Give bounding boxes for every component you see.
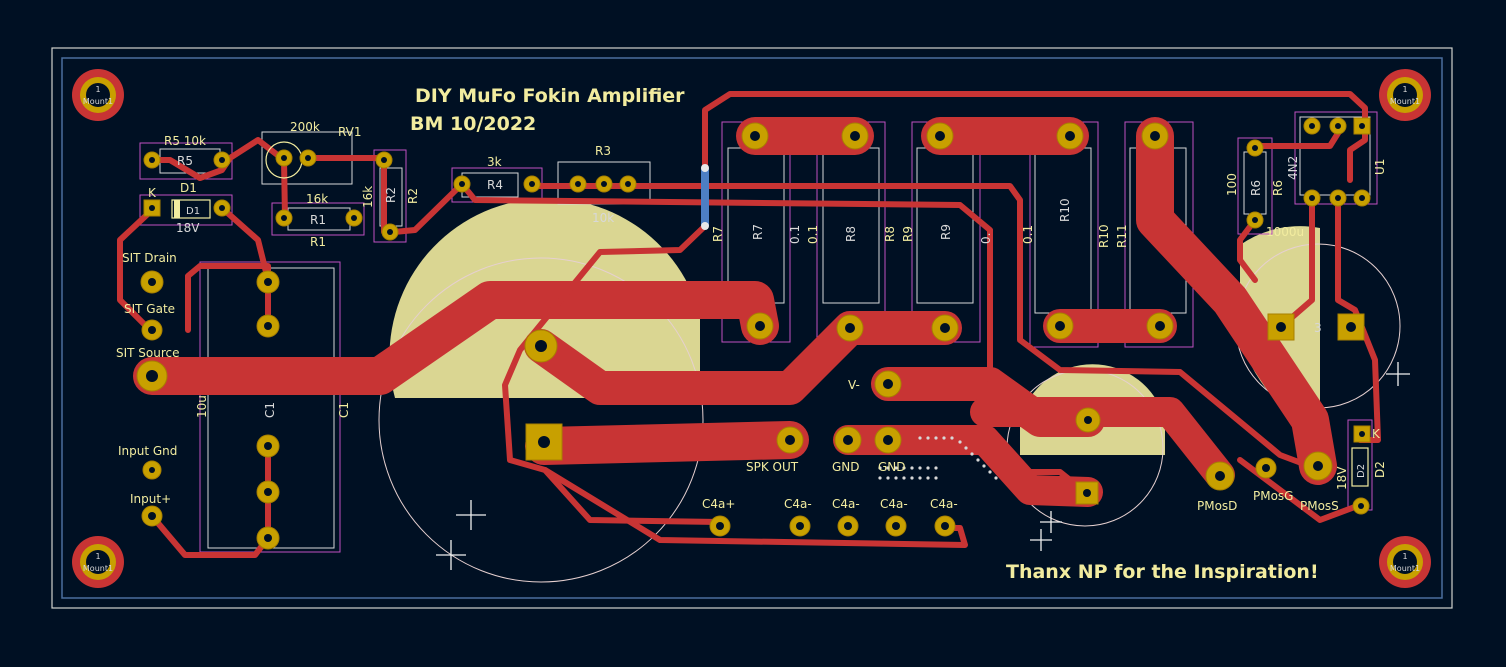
mount2-label: Mount1 bbox=[1390, 97, 1420, 106]
board-date: BM 10/2022 bbox=[410, 113, 536, 135]
d2-fab: D2 bbox=[1356, 464, 1367, 478]
via bbox=[701, 164, 709, 172]
r10-ref: R10 bbox=[1097, 224, 1111, 248]
mount1-label: Mount1 bbox=[83, 97, 113, 106]
pads bbox=[136, 117, 1371, 550]
spk-out-label: SPK OUT bbox=[746, 460, 799, 474]
sit-gate-label: SIT Gate bbox=[124, 302, 175, 316]
r9-value: 0. bbox=[979, 233, 993, 244]
mount4-label: Mount1 bbox=[1390, 564, 1420, 573]
r3-value: 10k bbox=[592, 211, 614, 225]
r8-fab: R8 bbox=[844, 226, 858, 242]
r6-value: 100 bbox=[1225, 173, 1239, 196]
cap-ref: 3 bbox=[1314, 321, 1322, 335]
rv1-ref: RV1 bbox=[338, 125, 362, 139]
r10-fab: R10 bbox=[1058, 198, 1072, 222]
rv1-value: 200k bbox=[290, 120, 320, 134]
pmoss-label: PMosS bbox=[1300, 499, 1339, 513]
via bbox=[701, 222, 709, 230]
r9-fab: R9 bbox=[939, 224, 953, 240]
input-gnd-label: Input Gnd bbox=[118, 444, 177, 458]
d2-k: K bbox=[1372, 427, 1381, 441]
c4a-plus-label: C4a+ bbox=[702, 497, 735, 511]
sit-drain-label: SIT Drain bbox=[122, 251, 177, 265]
c4a-minus-label-1: C4a- bbox=[784, 497, 812, 511]
mount3-label: Mount1 bbox=[83, 564, 113, 573]
r7-fab: R7 bbox=[751, 224, 765, 240]
pmosg-label: PMosG bbox=[1253, 489, 1293, 503]
r1-value: 16k bbox=[306, 192, 328, 206]
input-plus-label: Input+ bbox=[130, 492, 171, 506]
gnd-dotted-marks bbox=[878, 436, 998, 480]
sit-source-label: SIT Source bbox=[116, 346, 180, 360]
r6-ref: R6 bbox=[1271, 180, 1285, 196]
r2-value: 16k bbox=[361, 186, 375, 208]
copper-traces bbox=[117, 91, 1381, 558]
mount1-pad-number: 1 bbox=[95, 85, 100, 94]
r2-ref: R2 bbox=[406, 188, 420, 204]
c1-value: 10u bbox=[195, 395, 209, 418]
r1-fab: R1 bbox=[310, 213, 326, 227]
cap-outline-left bbox=[378, 257, 704, 583]
d1-cathode-band bbox=[174, 200, 180, 218]
r4-value: 3k bbox=[487, 155, 502, 169]
r11-ref: R11 bbox=[1115, 224, 1129, 248]
polarity-marks bbox=[436, 362, 1410, 570]
d1-ref: D1 bbox=[180, 181, 197, 195]
u1-ref: U1 bbox=[1373, 159, 1387, 175]
d1-fab: D1 bbox=[186, 206, 200, 217]
c1-fab: C1 bbox=[263, 402, 277, 418]
r4-fab: R4 bbox=[487, 178, 503, 192]
r3-ref: R3 bbox=[595, 144, 611, 158]
d1-k: K bbox=[148, 186, 157, 200]
board-keepout bbox=[61, 57, 1443, 599]
r7-ref: R7 bbox=[711, 226, 725, 242]
r1-ref: R1 bbox=[310, 235, 326, 249]
pmosd-label: PMosD bbox=[1197, 499, 1237, 513]
r10-value: 0.1 bbox=[1021, 225, 1035, 244]
mount4-pad-number: 1 bbox=[1402, 552, 1407, 561]
c4a-minus-label-3: C4a- bbox=[880, 497, 908, 511]
mounting-holes bbox=[72, 69, 1431, 588]
c1-ref: C1 bbox=[337, 402, 351, 418]
r9-ref: R9 bbox=[901, 226, 915, 242]
r8-ref: R8 bbox=[883, 226, 897, 242]
r5-fab: R5 bbox=[177, 154, 193, 168]
back-copper-trace bbox=[701, 168, 709, 226]
d2-ref: D2 bbox=[1373, 461, 1387, 478]
cap-value: 1000u bbox=[1266, 225, 1304, 239]
mount3-pad-number: 1 bbox=[95, 552, 100, 561]
c4a-minus-label-4: C4a- bbox=[930, 497, 958, 511]
mount2-pad-number: 1 bbox=[1402, 85, 1407, 94]
c4a-minus-label-2: C4a- bbox=[832, 497, 860, 511]
d1-body bbox=[171, 199, 211, 219]
r6-fab: R6 bbox=[1249, 180, 1263, 196]
board-title: DIY MuFo Fokin Amplifier bbox=[415, 85, 685, 107]
gnd-label-2: GND bbox=[878, 460, 906, 474]
footer-credit: Thanx NP for the Inspiration! bbox=[1006, 561, 1319, 583]
v-minus-label: V- bbox=[848, 378, 860, 392]
d2-body bbox=[1351, 447, 1369, 487]
board-edge bbox=[51, 47, 1453, 609]
d1-value: 18V bbox=[176, 221, 200, 235]
r2-fab: R2 bbox=[384, 187, 398, 203]
r5-value: R5 10k bbox=[164, 134, 206, 148]
u1-value: 4N2 bbox=[1286, 156, 1300, 180]
gnd-label: GND bbox=[832, 460, 860, 474]
d2-value: 18V bbox=[1335, 466, 1349, 490]
r8-value: 0.1 bbox=[806, 225, 820, 244]
r7-value: 0.1 bbox=[788, 225, 802, 244]
